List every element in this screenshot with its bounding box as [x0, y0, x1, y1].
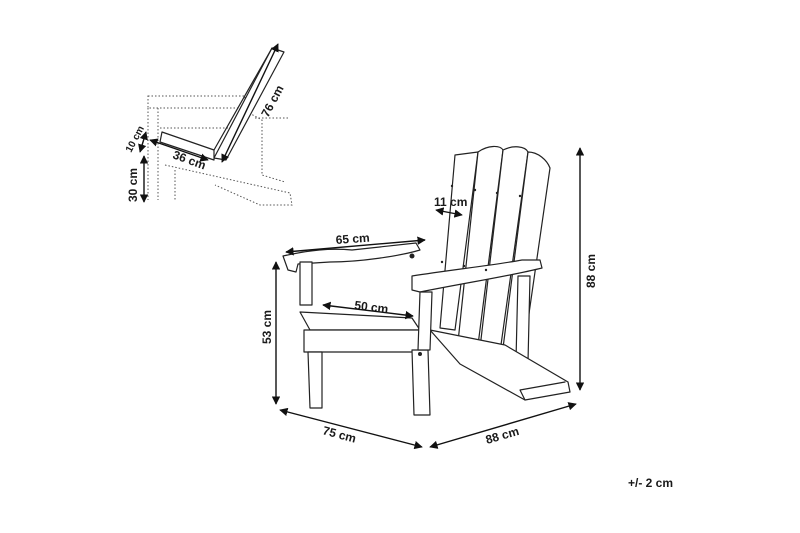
label-total-height: 88 cm [584, 254, 598, 288]
tolerance-note: +/- 2 cm [628, 476, 674, 490]
label-seat-depth: 50 cm [354, 298, 389, 316]
label-side-depth: 88 cm [484, 424, 521, 447]
label-inset-seat-height: 30 cm [126, 168, 140, 202]
label-front-width: 75 cm [321, 423, 357, 445]
inset-dimensions [138, 43, 279, 203]
label-seat-height: 53 cm [260, 310, 274, 344]
main-dimensions [271, 147, 585, 450]
chair-drawing [282, 145, 571, 416]
label-armrest-width: 65 cm [335, 231, 370, 247]
inset-lounger-drawing [147, 47, 293, 206]
label-slat-width: 11 cm [434, 195, 467, 209]
